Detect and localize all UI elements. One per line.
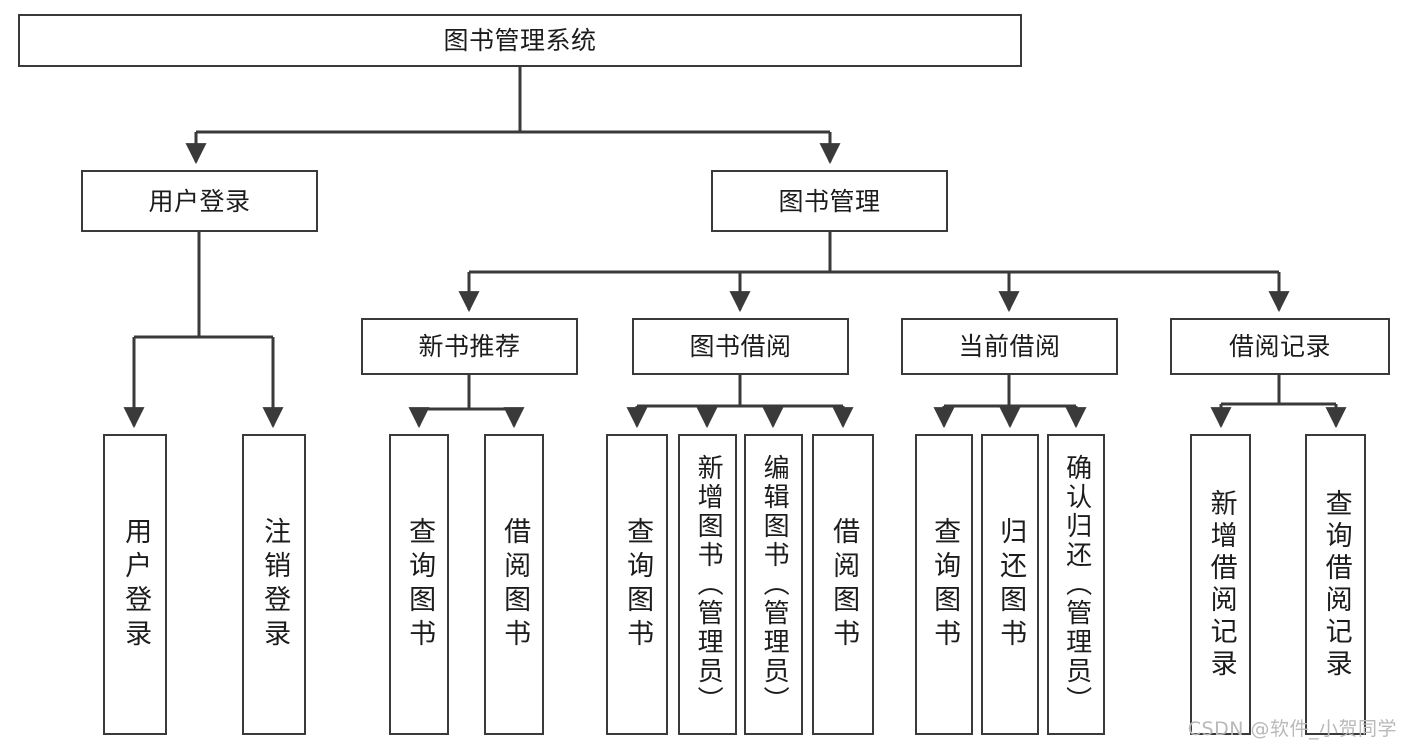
- node-leaf-edit-book-label: 编辑图书（管理员）: [759, 454, 790, 715]
- node-leaf-add-record[interactable]: 新增借阅记录: [1190, 434, 1251, 735]
- node-book-manage-label: 图书管理: [778, 186, 881, 216]
- node-borrow-record[interactable]: 借阅记录: [1170, 318, 1390, 375]
- node-leaf-query-book-c-label: 查询图书: [929, 516, 961, 653]
- node-leaf-add-book-label: 新增图书（管理员）: [693, 454, 724, 715]
- node-leaf-logout-label: 注销登录: [259, 516, 291, 653]
- node-leaf-borrow-book-b-label: 借阅图书: [828, 516, 860, 653]
- node-leaf-query-book-c[interactable]: 查询图书: [915, 434, 973, 735]
- node-leaf-return-book-label: 归还图书: [995, 516, 1027, 653]
- node-leaf-borrow-book-a[interactable]: 借阅图书: [484, 434, 544, 735]
- node-leaf-add-book[interactable]: 新增图书（管理员）: [678, 434, 737, 735]
- node-leaf-borrow-book-a-label: 借阅图书: [499, 516, 531, 653]
- node-root[interactable]: 图书管理系统: [18, 14, 1022, 67]
- node-leaf-user-login[interactable]: 用户登录: [103, 434, 167, 735]
- node-root-label: 图书管理系统: [443, 26, 597, 55]
- node-user-login[interactable]: 用户登录: [81, 170, 318, 232]
- node-new-book-rec[interactable]: 新书推荐: [361, 318, 578, 375]
- node-leaf-return-book[interactable]: 归还图书: [981, 434, 1039, 735]
- csdn-watermark: CSDN @软件_小贺同学: [1187, 718, 1397, 740]
- node-leaf-query-book-a[interactable]: 查询图书: [389, 434, 449, 735]
- node-leaf-edit-book[interactable]: 编辑图书（管理员）: [744, 434, 803, 735]
- node-current-borrow-label: 当前借阅: [958, 332, 1061, 361]
- node-leaf-query-record[interactable]: 查询借阅记录: [1305, 434, 1366, 735]
- node-book-manage[interactable]: 图书管理: [711, 170, 948, 232]
- node-leaf-query-book-b[interactable]: 查询图书: [606, 434, 668, 735]
- node-leaf-borrow-book-b[interactable]: 借阅图书: [812, 434, 874, 735]
- node-book-borrow-label: 图书借阅: [689, 332, 792, 361]
- node-current-borrow[interactable]: 当前借阅: [901, 318, 1118, 375]
- node-new-book-rec-label: 新书推荐: [418, 332, 521, 361]
- node-leaf-query-record-label: 查询借阅记录: [1320, 488, 1352, 681]
- node-user-login-label: 用户登录: [148, 186, 251, 216]
- node-leaf-query-book-b-label: 查询图书: [622, 516, 654, 653]
- node-borrow-record-label: 借阅记录: [1228, 332, 1331, 361]
- node-leaf-confirm-return-label: 确认归还（管理员）: [1061, 454, 1092, 715]
- node-leaf-add-record-label: 新增借阅记录: [1205, 488, 1237, 681]
- node-leaf-logout[interactable]: 注销登录: [242, 434, 306, 735]
- node-leaf-confirm-return[interactable]: 确认归还（管理员）: [1047, 434, 1105, 735]
- node-leaf-query-book-a-label: 查询图书: [404, 516, 436, 653]
- node-leaf-user-login-label: 用户登录: [120, 516, 152, 653]
- node-book-borrow[interactable]: 图书借阅: [632, 318, 849, 375]
